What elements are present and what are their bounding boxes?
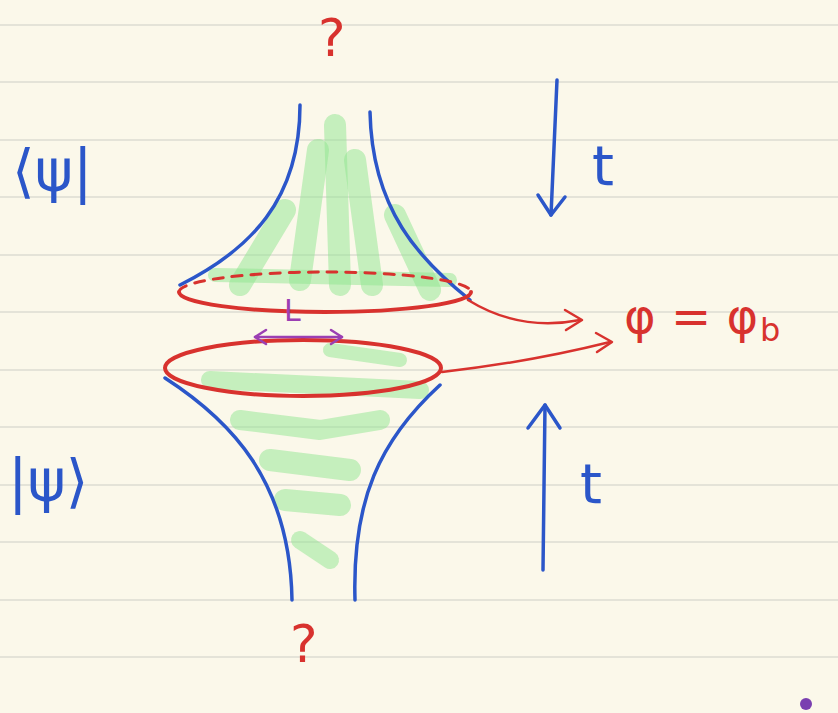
time-label: t [580,456,602,512]
boundary-rims [165,272,471,396]
time-label: t [592,138,614,194]
time-arrows [528,80,565,570]
leader-arrows [442,300,612,372]
notebook-lines [0,25,838,657]
pen-dot [800,698,812,710]
bra-label: ⟨ψ| [12,142,92,200]
question-mark: ? [318,12,346,64]
length-label: L [284,296,301,326]
length-arrow [255,330,342,344]
subscript: b [760,314,780,346]
ket-label: |ψ⟩ [8,452,88,510]
funnel-walls [165,105,470,600]
boundary-value: φ = φ [624,292,758,340]
question-mark: ? [290,618,318,670]
